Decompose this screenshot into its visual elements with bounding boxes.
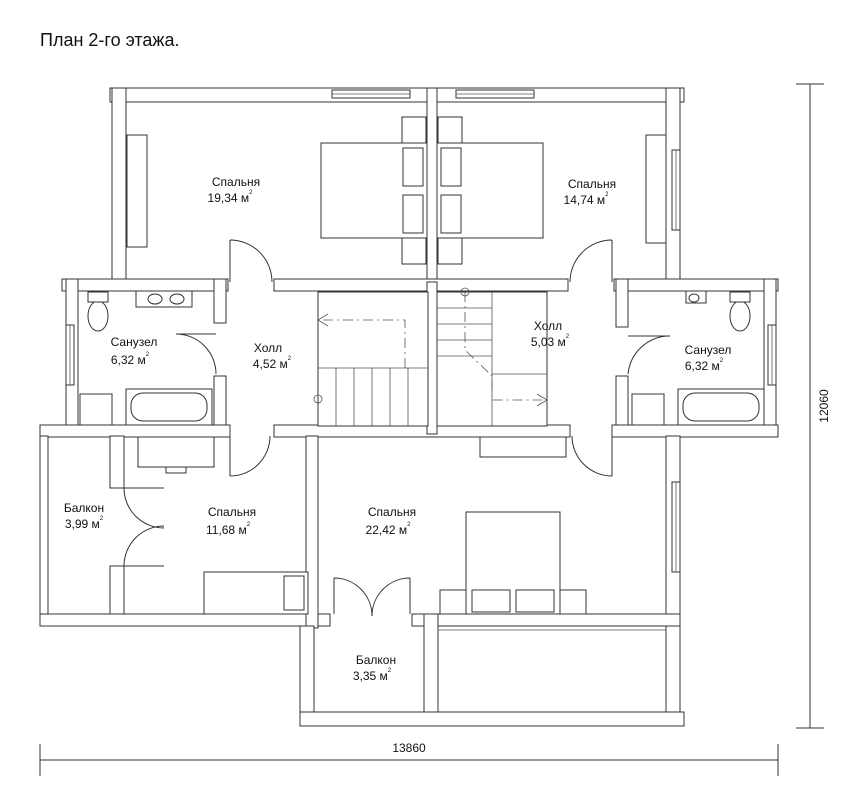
door-swing (569, 239, 613, 283)
doors (123, 239, 671, 617)
wall-mid-upper-left (61, 278, 229, 292)
room-area: 19,34 м2 (208, 190, 254, 205)
wall-mid-lower-left (39, 424, 231, 438)
dimension-lines (39, 83, 824, 776)
room-name: Балкон (64, 501, 104, 515)
furniture (79, 116, 765, 615)
room-area: 22,42 м2 (366, 522, 412, 537)
balcony-lower-right (423, 613, 439, 727)
wall-mid-upper-right (613, 278, 779, 292)
windows (65, 89, 777, 573)
nightstand (559, 589, 587, 615)
toilet (729, 300, 751, 332)
nightstand (439, 589, 467, 615)
room-name: Санузел (685, 343, 732, 357)
pillow (440, 147, 462, 187)
wall-mid-upper-center (273, 278, 569, 292)
door-swing (371, 577, 411, 617)
room-name: Холл (534, 319, 562, 333)
dimension-width: 13860 (392, 741, 426, 755)
sink (169, 293, 185, 305)
cabinet (631, 393, 665, 426)
room-name: Спальня (568, 177, 616, 191)
room-name: Балкон (356, 653, 396, 667)
desk (137, 436, 215, 468)
toilet-tank (729, 291, 751, 303)
pillow (471, 589, 511, 613)
door-swing (123, 525, 165, 567)
door-swing (123, 487, 165, 529)
nightstand (401, 116, 427, 144)
wall-bottom (299, 711, 685, 727)
room-name: Спальня (368, 505, 416, 519)
door-swing (229, 435, 271, 477)
dimension-height: 12060 (817, 389, 831, 423)
room-labels: Спальня 19,34 м2 Спальня 14,74 м2 Санузе… (64, 175, 732, 683)
wall-center-upper (426, 87, 438, 283)
room-area: 11,68 м2 (206, 522, 251, 537)
wall-mid-lower-right (611, 424, 779, 438)
room-name: Спальня (208, 505, 256, 519)
room-area: 6,32 м2 (685, 358, 724, 373)
door-swing (627, 335, 671, 375)
pillow (283, 575, 305, 611)
nightstand (437, 237, 463, 265)
door-swing (175, 333, 217, 375)
room-area: 14,74 м2 (564, 192, 610, 207)
wall-left-upper (111, 87, 127, 283)
room-name: Холл (254, 341, 282, 355)
door-swing (229, 239, 273, 283)
room-name: Санузел (111, 335, 158, 349)
wall-bath-hall-left (213, 278, 227, 324)
wall-mid-lower-center (273, 424, 571, 438)
pillow (515, 589, 555, 613)
sink (688, 293, 700, 303)
pillow (402, 147, 424, 187)
wardrobe (126, 134, 148, 248)
room-area: 6,32 м2 (111, 352, 150, 367)
chair (165, 466, 187, 474)
page-title: План 2-го этажа. (40, 30, 180, 50)
room-name: Спальня (212, 175, 260, 189)
wall-bottom-left (39, 613, 331, 627)
room-area: 5,03 м2 (531, 334, 570, 349)
door-swing (333, 577, 373, 617)
nightstand (437, 116, 463, 144)
wardrobe (645, 134, 667, 244)
nightstand (401, 237, 427, 265)
pillow (440, 194, 462, 234)
wall-bottom-right-mid (411, 613, 681, 627)
toilet (87, 300, 109, 332)
dresser (479, 436, 567, 458)
staircase (317, 291, 429, 427)
room-area: 3,99 м2 (65, 516, 104, 531)
wall-right-lower (665, 435, 681, 727)
room-area: 4,52 м2 (253, 356, 292, 371)
room-area: 3,35 м2 (353, 668, 392, 683)
pillow (402, 194, 424, 234)
sink (147, 293, 163, 305)
door-swing (571, 435, 613, 477)
wall-left-lower (109, 435, 125, 489)
wall-bath-hall-right (615, 278, 629, 328)
toilet-tank (87, 291, 109, 303)
balcony-left-rail (39, 435, 49, 627)
balcony-lower-left (299, 625, 315, 727)
bathtub-inner (682, 392, 760, 422)
bathtub-inner (130, 392, 208, 422)
cabinet (79, 393, 113, 426)
